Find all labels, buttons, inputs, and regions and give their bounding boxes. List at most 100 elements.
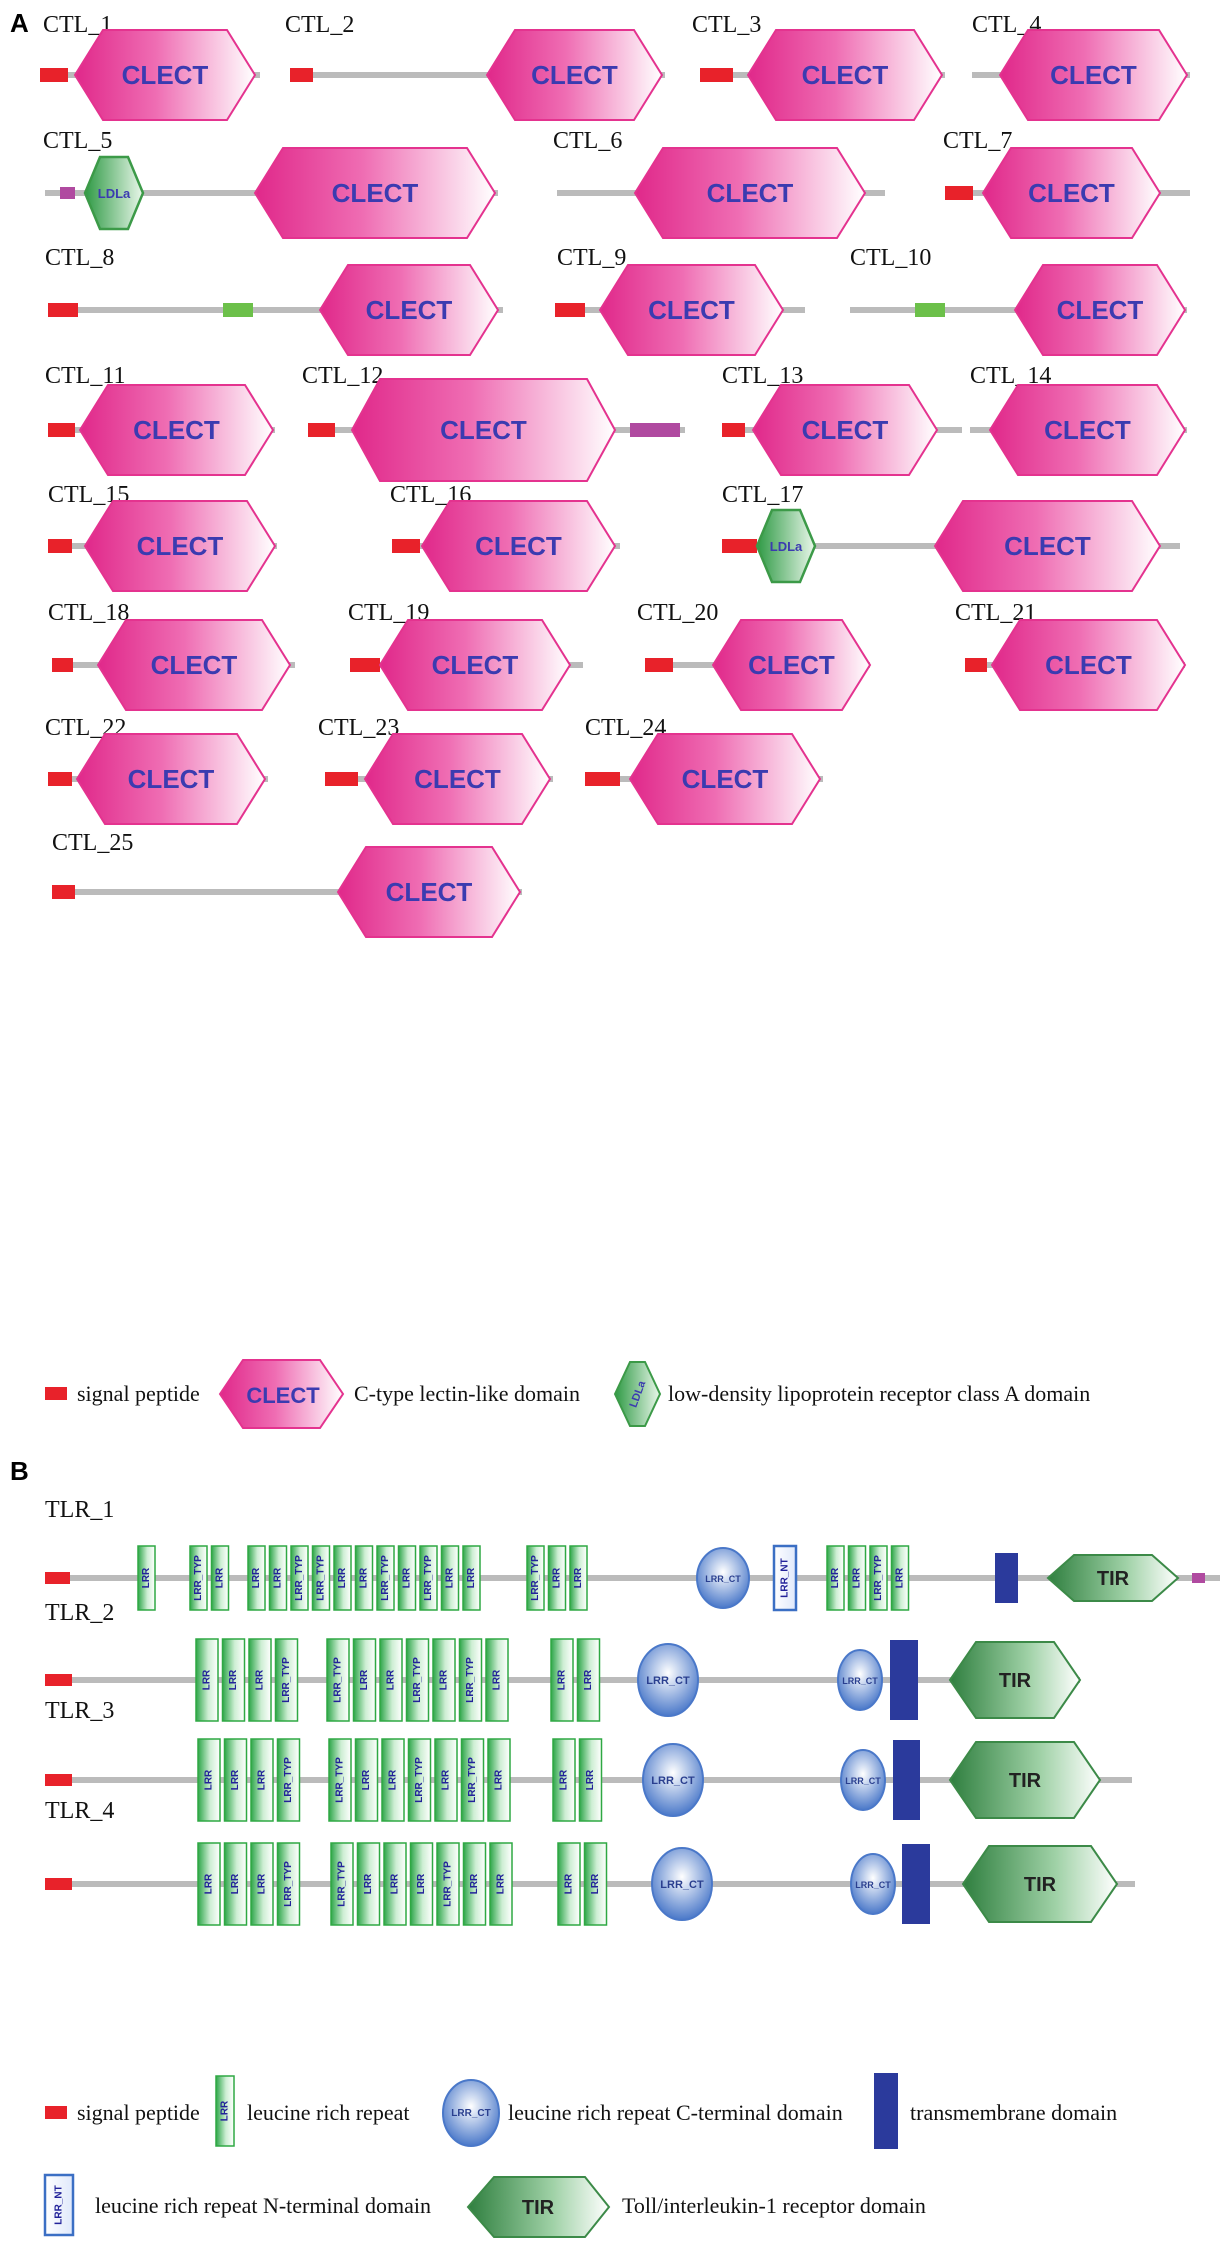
tlr-2-tir-domain <box>948 1641 1082 1719</box>
ctl-5-ldla-label: LDLa <box>98 186 131 201</box>
legend-lrr-ct-text: leucine rich repeat C-terminal domain <box>508 2100 843 2125</box>
tlr-2-lrr-label: LRR <box>202 1669 213 1690</box>
ctl-10-clect-domain <box>1013 264 1187 356</box>
tlr-1-lrr-label: LRR <box>337 1567 348 1588</box>
tlr-1-lrr-label: LRR <box>359 1567 370 1588</box>
tlr-2-lrr-repeat <box>326 1638 350 1722</box>
ctl-8-signal-peptide <box>48 303 78 317</box>
tlr-3-signal-peptide <box>45 1774 72 1786</box>
ctl-10-name: CTL_10 <box>850 245 931 271</box>
tlr-4-lrr-repeat <box>436 1842 460 1926</box>
tlr-3-lrr-label: LRR <box>257 1769 268 1790</box>
tlr-3-lrr-repeat <box>407 1738 432 1822</box>
tlr-4-lrr-repeat <box>250 1842 274 1926</box>
legend-clect-label: CLECT <box>246 1383 320 1408</box>
tlr-1-lrr-ct-label: LRR_CT <box>705 1574 741 1584</box>
tlr-3-lrr-repeat <box>354 1738 379 1822</box>
ctl-12-signal-peptide <box>308 423 335 437</box>
tlr-2-lrr-label: LRR <box>359 1669 370 1690</box>
panel-b-legend: signal peptide LRR leucine rich repeat L… <box>43 2073 1117 2238</box>
ctl-12-clect-label: CLECT <box>440 415 527 445</box>
ctl-25-signal-peptide <box>52 885 75 899</box>
ctl-17-clect-label: CLECT <box>1004 531 1091 561</box>
ctl-23-signal-peptide <box>325 772 358 786</box>
tlr-3-lrr-label: LRR <box>204 1769 215 1790</box>
tlr-1-lrr-label: LRR <box>141 1567 152 1588</box>
tlr-4-lrr-repeat <box>356 1842 381 1926</box>
tlr-2-lrr-repeat <box>379 1638 403 1722</box>
tlr-2-lrr-label: LRR <box>583 1669 594 1690</box>
tlr-3-tir-label: TIR <box>1009 1770 1042 1792</box>
ctl-20-signal-peptide <box>645 658 673 672</box>
tlr-2-lrr-repeat <box>405 1638 430 1722</box>
ctl-3-name: CTL_3 <box>692 12 761 38</box>
panel-b-label: B <box>10 1456 29 1486</box>
tlr-4-lrr-repeat <box>197 1842 221 1926</box>
tlr-3-lrr-repeat <box>460 1738 485 1822</box>
ctl-13-clect-domain <box>751 384 939 476</box>
tlr-4-lrr-repeat <box>330 1842 354 1926</box>
tlr-1-lrr-repeat <box>440 1545 460 1611</box>
ctl-16-clect-label: CLECT <box>475 531 562 561</box>
tlr-2-lrr-label: LRR <box>386 1669 397 1690</box>
tlr-4-transmembrane-domain <box>902 1844 930 1924</box>
panel-a-label: A <box>10 8 29 38</box>
ctl-4-clect-domain <box>998 29 1189 121</box>
tlr-1-lrr-label: LRR_TYP <box>380 1555 391 1601</box>
tlr-1-name: TLR_1 <box>45 1497 114 1523</box>
tlr-2-lrr-label: LRR_TYP <box>333 1657 344 1703</box>
ctl-3-signal-peptide <box>700 68 733 82</box>
tlr-2-name: TLR_2 <box>45 1600 114 1626</box>
ctl-25-clect-domain <box>336 846 522 938</box>
tlr-4-lrr-repeat <box>489 1842 513 1926</box>
ctl-18-clect-label: CLECT <box>151 650 238 680</box>
legend-ldla-text: low-density lipoprotein receptor class A… <box>668 1381 1090 1406</box>
tlr-1-lrr-label: LRR <box>573 1567 584 1588</box>
ctl-8-green-motif <box>223 303 253 317</box>
tlr-1-lrr-label: LRR <box>402 1567 413 1588</box>
tlr-3-lrr-label: LRR <box>361 1769 372 1790</box>
ctl-24-clect-domain <box>628 733 822 825</box>
tlr-4-lrr-ct-label: LRR_CT <box>855 1880 891 1890</box>
ctl-1-clect-domain <box>73 29 257 121</box>
legend-tir-icon <box>466 2176 611 2238</box>
tlr-3-lrr-label: LRR <box>230 1769 241 1790</box>
tlr-1-lrr-repeat <box>333 1545 352 1611</box>
tlr-2-lrr-repeat <box>576 1638 601 1722</box>
tlr-1-lrr-label: LRR_TYP <box>316 1555 327 1601</box>
tlr-2-lrr-ct-domain <box>637 1643 699 1717</box>
ctl-5-small-domain <box>60 187 75 199</box>
ctl-19-clect-label: CLECT <box>432 650 519 680</box>
ctl-20-clect-label: CLECT <box>748 650 835 680</box>
ctl-9-clect-label: CLECT <box>648 295 735 325</box>
tlr-1-lrr-repeat <box>419 1545 438 1611</box>
tlr-1-lrr-repeat <box>354 1545 374 1611</box>
legend-lrr-icon <box>215 2075 235 2147</box>
legend-signal-peptide-swatch <box>45 1387 67 1400</box>
ctl-17-signal-peptide <box>722 539 757 553</box>
ctl-2-name: CTL_2 <box>285 12 354 38</box>
ctl-23-clect-label: CLECT <box>414 764 501 794</box>
tlr-1-lrr-nt-label: LRR_NT <box>780 1558 791 1597</box>
tlr-1-lrr-label: LRR <box>552 1567 563 1588</box>
ctl-11-clect-domain <box>78 384 275 476</box>
ctl-20-clect-domain <box>711 619 872 711</box>
tlr-4-lrr-repeat <box>223 1842 248 1926</box>
tlr-4-lrr-repeat <box>583 1842 608 1926</box>
ctl-15-signal-peptide <box>48 539 72 553</box>
tlr-1-lrr-label: LRR <box>445 1567 456 1588</box>
tlr-3-lrr-label: LRR <box>388 1769 399 1790</box>
tlr-3-name: TLR_3 <box>45 1698 114 1724</box>
tlr-1-lrr-repeat <box>826 1545 845 1611</box>
tlr-1-lrr-label: LRR <box>852 1567 863 1588</box>
tlr-3-lrr-ct-domain <box>642 1743 704 1817</box>
legend-tm-text: transmembrane domain <box>910 2100 1117 2125</box>
